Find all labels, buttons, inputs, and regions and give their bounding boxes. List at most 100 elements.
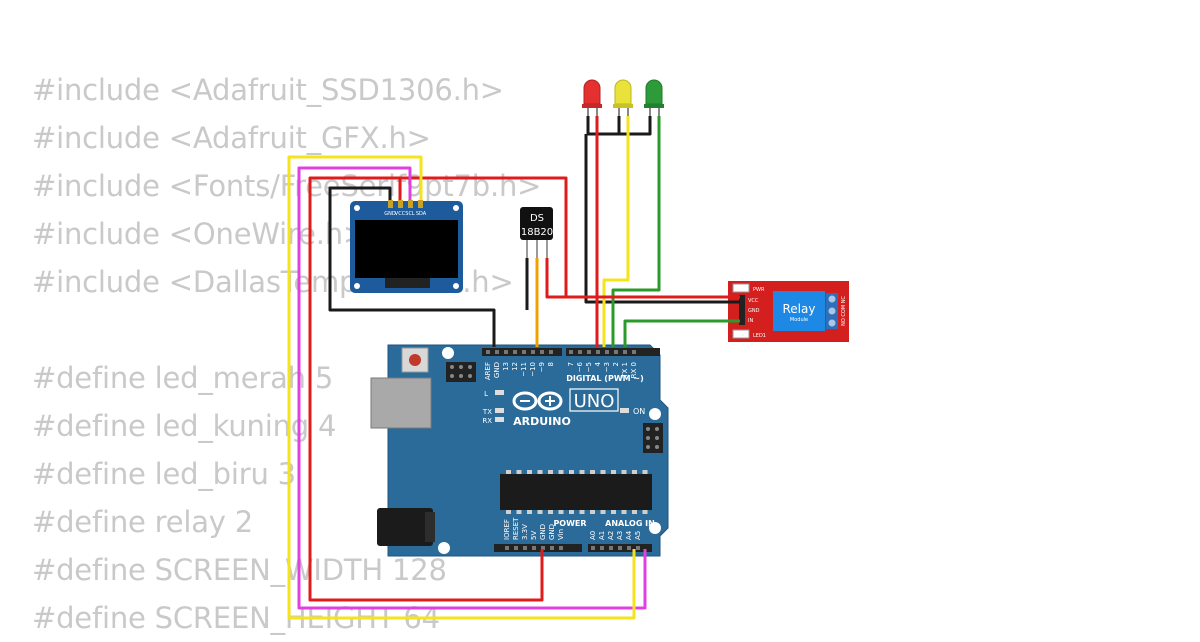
header-pin[interactable] (495, 350, 499, 354)
header-pin[interactable] (505, 546, 509, 550)
wire-led-yellow-pin4 (602, 116, 630, 347)
code-line: #define led_merah 5 (32, 361, 334, 395)
analog-pin-label: A0 (589, 531, 597, 540)
ds18b20-sensor[interactable]: DS 18B20 (520, 207, 553, 258)
code-line: #include <Adafruit_SSD1306.h> (32, 73, 504, 107)
relay-pin-vcc: VCC (748, 298, 759, 304)
header-pin[interactable] (600, 546, 604, 550)
header-pin[interactable] (549, 350, 553, 354)
header-pin[interactable] (587, 350, 591, 354)
digital-pin-label: ~11 (520, 362, 528, 377)
on-led (620, 408, 629, 413)
header-pin[interactable] (541, 546, 545, 550)
wire-relay-in (623, 319, 740, 347)
tx-led-label: TX (482, 408, 492, 416)
header-pin[interactable] (596, 350, 600, 354)
relay-contacts-label: NO COM NC (841, 296, 847, 326)
power-section-label: POWER (553, 519, 586, 528)
oled-screen (355, 220, 458, 278)
oled-pin-vcc: VCC (395, 211, 406, 217)
power-pin-label: 3.3V (521, 524, 529, 540)
wire-led-green-pin3 (611, 116, 661, 347)
uno-label: UNO (574, 391, 615, 412)
digital-pin-label: 2 (612, 362, 620, 366)
header-pin[interactable] (623, 350, 627, 354)
digital-pin-label: ~9 (538, 362, 546, 372)
digital-pin-label: 7 (567, 362, 575, 366)
header-pin[interactable] (522, 350, 526, 354)
reset-button[interactable] (401, 347, 429, 373)
l-led (495, 390, 504, 395)
code-line: #include <OneWire.h> (32, 217, 368, 251)
code-line: #define SCREEN_WIDTH 128 (32, 553, 447, 587)
wire-led-ground (586, 116, 652, 136)
relay-title: Relay (783, 302, 816, 316)
analog-pin-label: A4 (625, 530, 633, 540)
header-pin[interactable] (569, 350, 573, 354)
power-pin-label: IOREF (503, 519, 511, 540)
on-led-label: ON (633, 407, 645, 416)
header-pin[interactable] (559, 546, 563, 550)
wire-relay-vcc (545, 258, 740, 299)
digital-pin-label: AREF (484, 362, 492, 380)
code-line: #define relay 2 (32, 505, 254, 539)
digital-pin-label: 8 (547, 362, 555, 366)
arduino-logo (512, 391, 563, 411)
relay-pwr-label: PWR (753, 287, 765, 293)
digital-pin-label: TX 1 (621, 362, 629, 379)
mounting-hole (649, 522, 661, 534)
wire-scl (297, 166, 647, 610)
power-header (494, 544, 582, 552)
header-pin[interactable] (636, 546, 640, 550)
wire-relay-ground (584, 134, 740, 304)
led-red[interactable] (582, 79, 602, 116)
power-pin-label: Vin (557, 529, 565, 540)
digital-pin-label: ~10 (529, 362, 537, 377)
mounting-hole (438, 542, 450, 554)
header-pin[interactable] (540, 350, 544, 354)
header-pin[interactable] (550, 546, 554, 550)
header-pin[interactable] (514, 546, 518, 550)
analog-pin-label: A1 (598, 531, 606, 540)
analog-section-label: ANALOG IN (605, 519, 655, 528)
atmega-chip (500, 470, 652, 514)
analog-pin-label: A3 (616, 531, 624, 540)
code-line: #define led_biru 3 (32, 457, 296, 491)
arduino-brand-label: ARDUINO (513, 415, 571, 428)
led-green[interactable] (644, 79, 664, 116)
oled-display[interactable]: GND VCC SCL SDA (350, 200, 463, 293)
code-listing: #include <Adafruit_SSD1306.h> #include <… (32, 66, 541, 642)
header-pin[interactable] (591, 546, 595, 550)
code-line: #include <Fonts/FreeSerif9pt7b.h> (32, 169, 542, 203)
relay-module[interactable]: PWR LED1 VCC GND IN Relay Module NO COM … (728, 281, 849, 342)
code-line: #define led_kuning 4 (32, 409, 337, 443)
relay-block (773, 291, 825, 331)
header-pin[interactable] (632, 350, 636, 354)
sensor-label-line2: 18B20 (521, 227, 553, 238)
header-pin[interactable] (523, 546, 527, 550)
header-pin[interactable] (532, 546, 536, 550)
uno-box (569, 388, 619, 412)
header-pin[interactable] (578, 350, 582, 354)
header-pin[interactable] (614, 350, 618, 354)
digital-pin-label: ~6 (576, 361, 584, 372)
digital-pin-label: 13 (502, 362, 510, 371)
rx-led-label: RX (482, 417, 492, 425)
mounting-hole (649, 408, 661, 420)
header-pin[interactable] (513, 350, 517, 354)
header-pin[interactable] (504, 350, 508, 354)
header-pin[interactable] (618, 546, 622, 550)
digital-pin-label: 4 (594, 361, 602, 366)
header-pin[interactable] (609, 546, 613, 550)
code-line: #include <Adafruit_GFX.h> (32, 121, 431, 155)
header-pin[interactable] (627, 546, 631, 550)
digital-pin-label: 12 (511, 362, 519, 371)
wire-5v (308, 176, 544, 602)
led-yellow[interactable] (613, 79, 633, 116)
header-pin[interactable] (486, 350, 490, 354)
tx-led (495, 408, 504, 413)
header-pin[interactable] (531, 350, 535, 354)
power-pin-label: GND (548, 524, 556, 540)
header-pin[interactable] (605, 350, 609, 354)
